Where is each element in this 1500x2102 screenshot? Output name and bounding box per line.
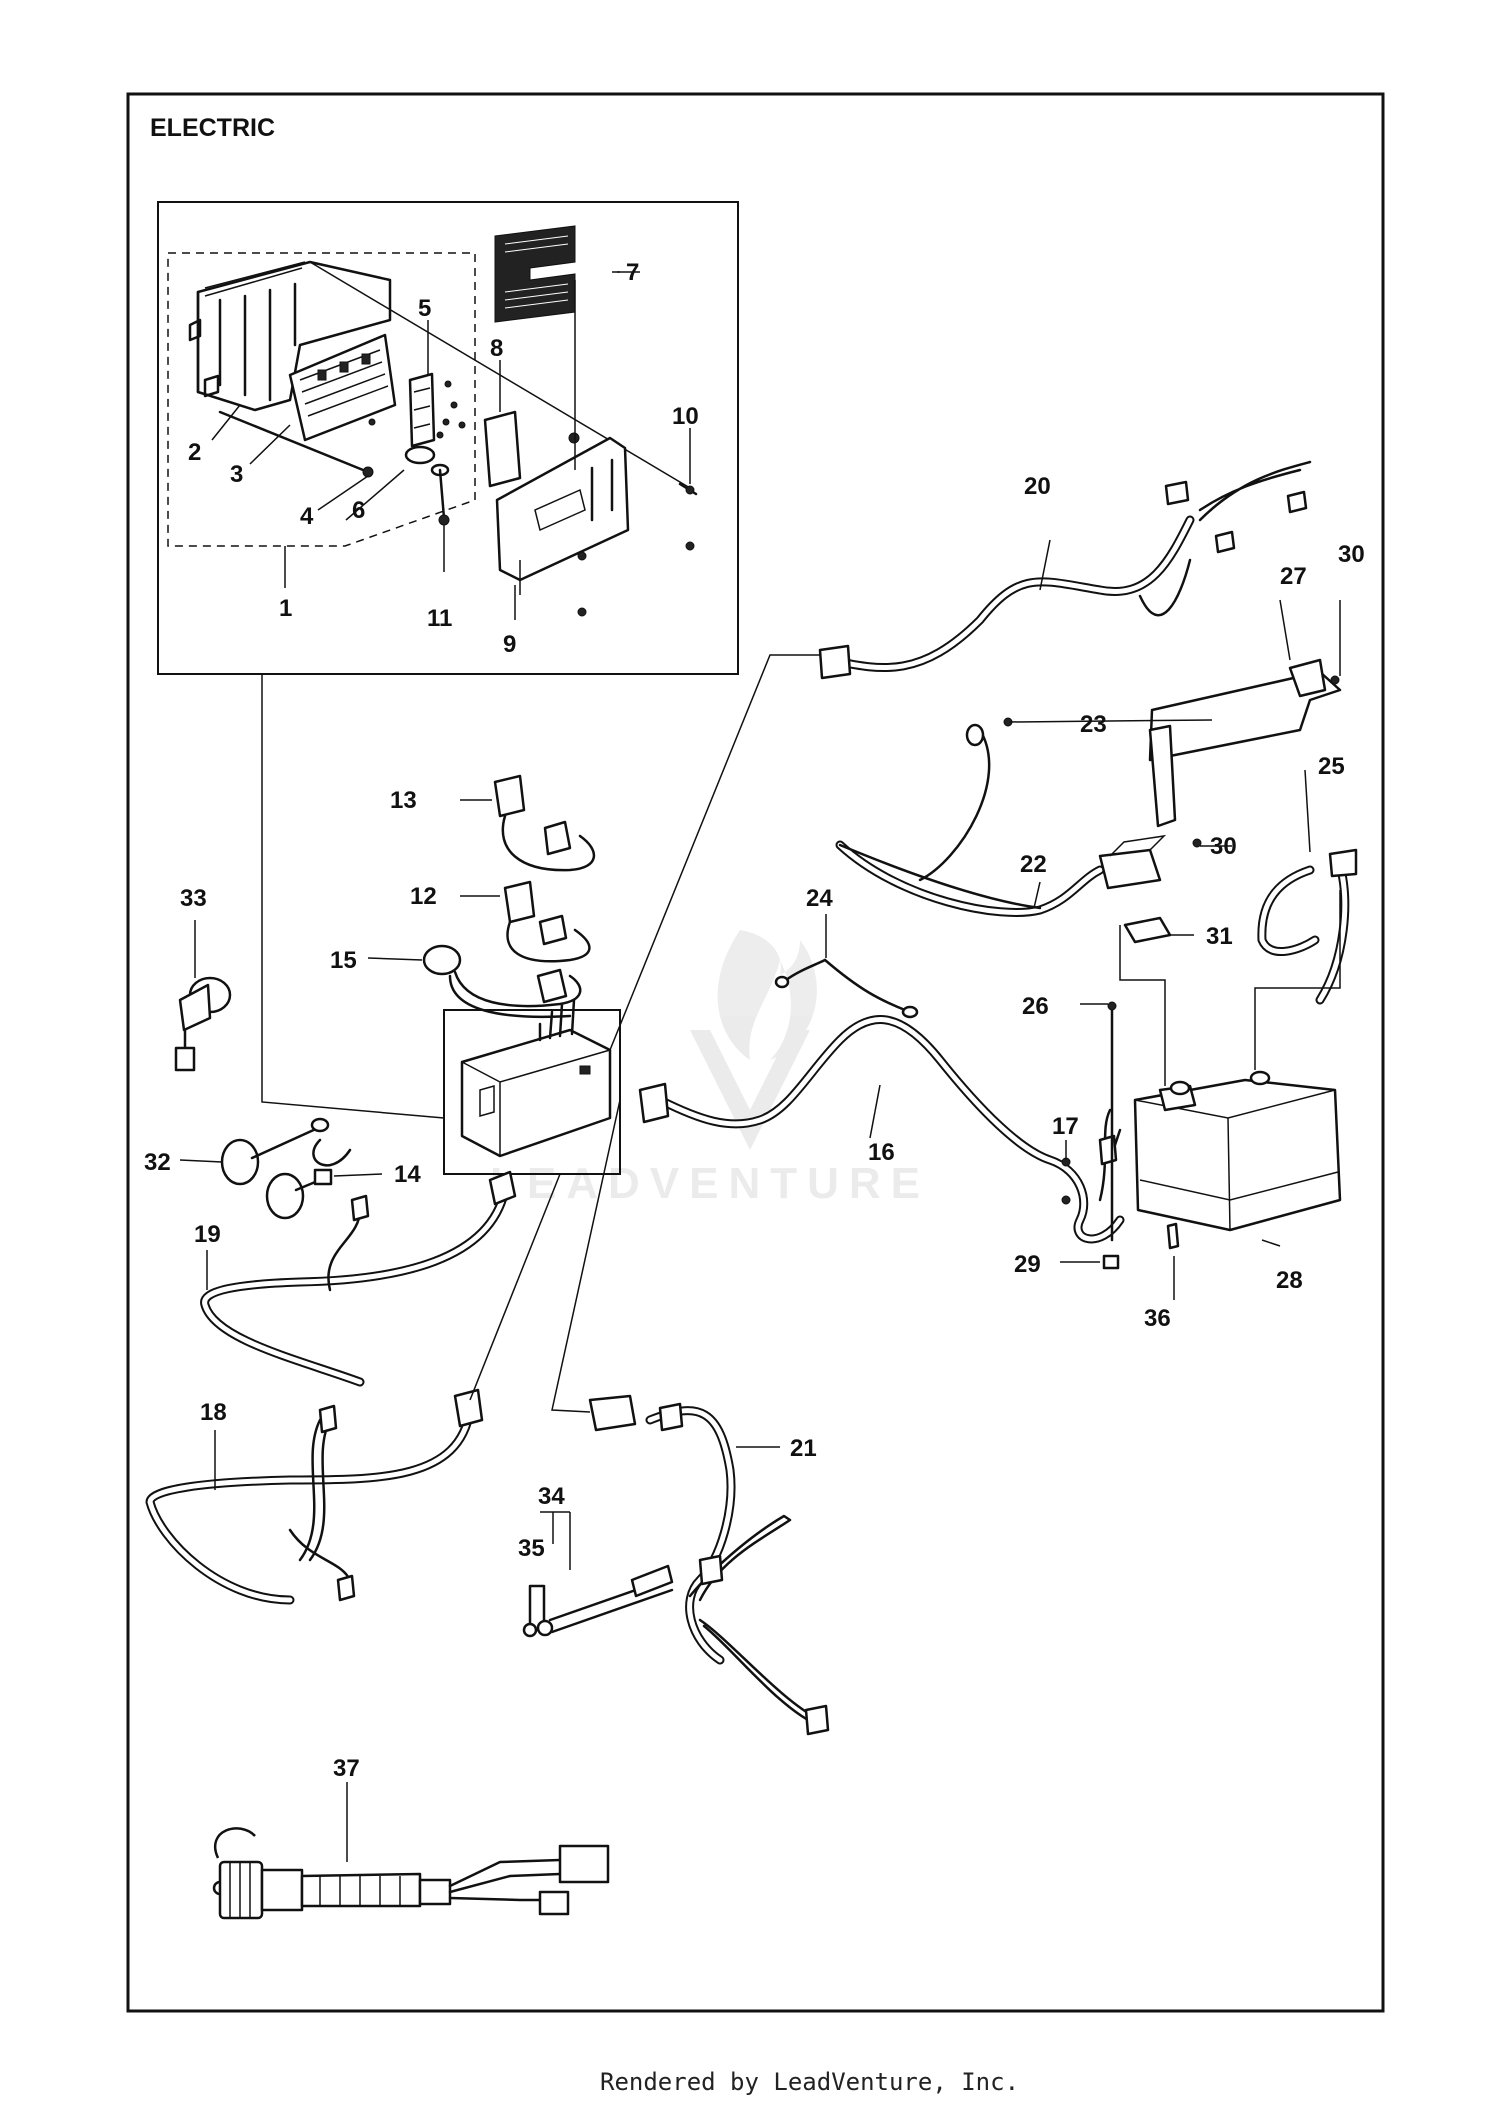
callout-16[interactable]: 16 [868,1139,895,1166]
module-to-harness-line [469,1173,561,1401]
callout-17[interactable]: 17 [1052,1113,1079,1140]
callout-26[interactable]: 26 [1022,993,1049,1020]
battery-bracket-27-part[interactable] [1148,658,1342,848]
fuse-block-part[interactable] [408,372,436,448]
battery-cable-25-part[interactable] [1257,848,1358,1005]
sensor-34-bracket [540,1511,571,1570]
callout-34[interactable]: 34 [538,1483,565,1510]
diagram-title: ELECTRIC [150,114,275,142]
control-housing-part[interactable] [188,260,392,412]
hour-meter-part[interactable] [174,976,232,1072]
callout-3[interactable]: 3 [230,461,243,488]
wiring-harness-19-part[interactable] [200,1170,517,1387]
module-to-harness-20-line [609,654,820,1051]
watermark-text: LEADVENTURE [490,1159,930,1208]
callout-24[interactable]: 24 [806,885,833,912]
callout-5[interactable]: 5 [418,295,431,322]
label-sheet-part[interactable] [494,225,576,323]
callout-30-bottom[interactable]: 30 [1210,833,1237,860]
gasket-strip-part[interactable] [483,410,522,488]
battery-28-part[interactable] [1133,1070,1342,1232]
callout-29[interactable]: 29 [1014,1251,1041,1278]
wiring-harness-21-part[interactable] [588,1394,830,1736]
callout-9[interactable]: 9 [503,631,516,658]
callout-11[interactable]: 11 [427,605,452,632]
callout-12[interactable]: 12 [410,883,437,910]
callout-21[interactable]: 21 [790,1435,817,1462]
callout-37[interactable]: 37 [333,1755,360,1782]
indicator-lights-part[interactable] [220,1117,352,1220]
callout-6[interactable]: 6 [352,497,365,524]
circuit-board-part[interactable] [288,333,397,442]
callout-22[interactable]: 22 [1020,851,1047,878]
diagram-frame [126,92,1385,2013]
watermark-logo: LEADVENTURE [490,930,930,1208]
wiring-harness-18-part[interactable] [145,1388,484,1605]
callout-27[interactable]: 27 [1280,563,1307,590]
cable-clip-31-part[interactable] [1123,916,1172,944]
small-hardware-part[interactable] [1061,1001,1180,1270]
callout-25[interactable]: 25 [1318,753,1345,780]
callout-31[interactable]: 31 [1206,923,1233,950]
callout-18[interactable]: 18 [200,1399,227,1426]
callout-10[interactable]: 10 [672,403,699,430]
plug-harness-13-part[interactable] [493,774,596,872]
harness-module-box [443,1009,621,1175]
control-unit-group-box [157,201,739,675]
wiring-harness-37-part[interactable] [212,1827,610,1920]
callout-36[interactable]: 36 [1144,1305,1171,1332]
callout-2[interactable]: 2 [188,439,201,466]
plug-harness-12-part[interactable] [503,880,591,963]
callout-4[interactable]: 4 [300,503,314,530]
callout-32[interactable]: 32 [144,1149,171,1176]
control-cover-part[interactable] [495,432,695,617]
callout-30-top[interactable]: 30 [1338,541,1365,568]
callout-33[interactable]: 33 [180,885,207,912]
callout-8[interactable]: 8 [490,335,503,362]
wiring-harness-16-part[interactable] [638,1015,1125,1244]
harness-module-part[interactable] [460,998,612,1158]
callout-35[interactable]: 35 [518,1535,545,1562]
plug-harness-15-part[interactable] [422,944,582,1019]
footer-credit: Rendered by LeadVenture, Inc. [600,2068,1019,2096]
module-to-harness-21-line [551,1099,621,1413]
callout-23[interactable]: 23 [1080,711,1107,738]
control-unit-dashed-group [167,252,476,547]
ground-cable-24-part[interactable] [774,958,919,1019]
callout-13[interactable]: 13 [390,787,417,814]
callout-7[interactable]: 7 [626,259,639,286]
callout-15[interactable]: 15 [330,947,357,974]
wiring-harness-22-part[interactable] [835,717,1167,917]
callout-28[interactable]: 28 [1276,1267,1303,1294]
callout-1[interactable]: 1 [279,595,292,622]
sensor-34-part[interactable] [522,1564,674,1638]
callout-14[interactable]: 14 [394,1161,421,1188]
callout-leaders [179,271,1341,1862]
wiring-harness-20-part[interactable] [818,460,1312,680]
leader-lines-upper [211,271,691,620]
group-connector-line [261,674,445,1119]
callout-19[interactable]: 19 [194,1221,221,1248]
callout-labels: 1 2 3 4 5 6 7 8 9 10 11 12 13 14 15 16 1… [144,259,1365,1782]
screw-set-part[interactable] [218,380,466,526]
battery-leader-lines [1119,890,1341,1086]
callout-20[interactable]: 20 [1024,473,1051,500]
